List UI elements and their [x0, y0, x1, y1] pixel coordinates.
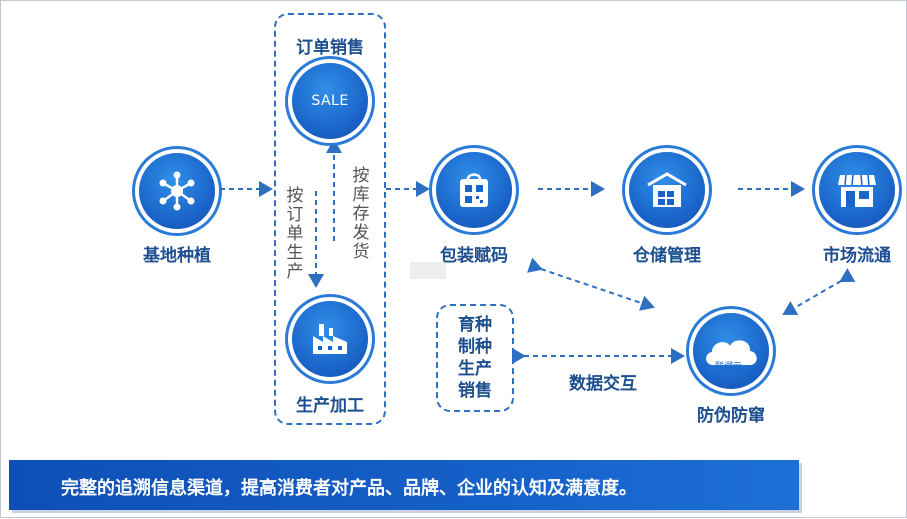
- by-stock-label: 按库存发货: [352, 166, 370, 262]
- market-node: [819, 152, 895, 228]
- summary-banner: 完整的追溯信息渠道，提高消费者对产品、品牌、企业的认知及满意度。: [9, 460, 799, 510]
- arrow-market-anti-fake: [782, 268, 856, 316]
- packaging-label: 包装赋码: [440, 246, 508, 266]
- warehouse-label: 仓储管理: [633, 246, 701, 266]
- placeholder-chip: [410, 262, 446, 279]
- factory-node: [292, 301, 368, 377]
- warehouse-node: [629, 152, 705, 228]
- base-label: 基地种植: [143, 246, 211, 266]
- factory-icon: [313, 324, 347, 354]
- order-sales-label: 订单销售: [296, 38, 364, 58]
- cloud-brand-text: 联溯云: [715, 362, 743, 372]
- packaging-node: [436, 152, 512, 228]
- base-node: [139, 153, 215, 229]
- order-production-group: [274, 13, 386, 425]
- molecule-icon: [159, 171, 195, 211]
- sale-node: SALE: [292, 63, 368, 139]
- cloud-icon: [706, 340, 757, 365]
- cloud-node: 联溯云: [693, 313, 769, 389]
- by-order-label: 按订单生产: [286, 186, 304, 282]
- arrow-packaging-anti-fake: [527, 257, 655, 311]
- market-label: 市场流通: [823, 246, 891, 266]
- breeding-text: 育种制种生产销售: [458, 315, 492, 401]
- qr-bag-icon: [460, 173, 488, 207]
- data-exchange-label: 数据交互: [569, 374, 637, 394]
- anti-fake-label: 防伪防窜: [697, 406, 765, 426]
- production-label: 生产加工: [296, 396, 364, 416]
- sale-icon: SALE: [311, 93, 349, 109]
- banner-text: 完整的追溯信息渠道，提高消费者对产品、品牌、企业的认知及满意度。: [61, 478, 637, 499]
- breeding-box: [436, 304, 514, 412]
- storefront-icon: [838, 174, 876, 207]
- warehouse-icon: [647, 172, 687, 207]
